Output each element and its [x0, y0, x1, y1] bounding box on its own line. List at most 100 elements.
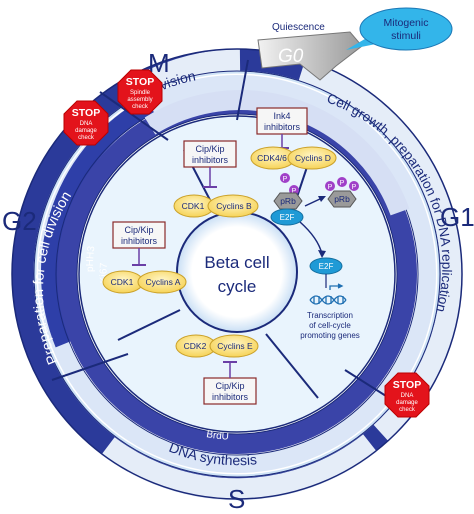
ki67-label: Ki67: [99, 262, 110, 283]
outer-ring-edge-2: [33, 70, 441, 478]
prb-free-hexagon: [327, 190, 357, 208]
prb-label: pRb: [280, 196, 296, 206]
cipkip-inhibitors-box-e: Cip/Kip inhibitors: [203, 361, 257, 405]
phase-g2-letter: G2: [2, 206, 37, 236]
spindle-line2: assembly: [127, 97, 152, 103]
cyclinb-label: Cyclins B: [216, 201, 252, 211]
cycline-oval: [209, 334, 259, 358]
center-circle: [176, 211, 298, 333]
center-title-line2: cycle: [218, 277, 257, 296]
cipkip-inhibitors-box-a: Cip/Kip inhibitors: [112, 221, 166, 266]
dna-line2: damage: [396, 400, 418, 406]
g1-prb-pathway: P P pRb E2F P P P pRb E2F: [270, 173, 360, 340]
prb-hexagon: [273, 192, 303, 210]
phosphate-label: P: [283, 176, 288, 183]
center-title-line1: Beta cell: [204, 253, 269, 272]
transcription-line2: of cell-cycle: [309, 321, 351, 330]
cipkip-inhibitors-box-b: Cip/Kip inhibitors: [183, 140, 237, 188]
g0-arrow-shape: [257, 31, 363, 81]
phh3-ring-dark: [41, 97, 155, 348]
dna-line3: check: [399, 407, 416, 413]
cdk2-label: CDK2: [184, 341, 207, 351]
stop-word: STOP: [126, 76, 154, 88]
mitogenic-stimuli-bubble: Mitogenic stimuli: [346, 7, 453, 51]
cyclind-label: Cyclins D: [295, 153, 331, 163]
cdk1-cyclina-complex: CDK1 Cyclins A: [102, 270, 187, 294]
e2f-bound-oval: [270, 208, 304, 226]
spindle-line1: Spindle: [130, 90, 151, 96]
release-arrowhead: [318, 196, 326, 202]
divider-g2-s: [51, 353, 129, 381]
phosphate-icon: [280, 173, 290, 183]
g0-label: G0: [278, 46, 304, 67]
phosphate-label: P: [352, 184, 357, 191]
release-arrow: [304, 197, 323, 207]
cdk46-cyclind-complex: CDK4/6 Cyclins D: [250, 146, 337, 170]
stop-sign-octagon: [117, 69, 163, 115]
phh3-label: pHH3: [85, 245, 98, 272]
stop-word: STOP: [72, 107, 100, 119]
divider-m-g2: [99, 91, 169, 141]
cipkip-box-rect: [112, 221, 166, 249]
stop-sign-octagon: [63, 100, 109, 146]
e2f-release-arrowhead: [318, 250, 326, 258]
stop-sign-dna-damage-g2: STOP DNA damage check: [63, 100, 109, 146]
cipkip-line2: inhibitors: [212, 392, 249, 402]
quiescence-label: Quiescence: [272, 22, 325, 33]
dna-line1: DNA: [80, 121, 93, 127]
stop-sign-dna-damage-g1: STOP DNA damage check: [384, 372, 430, 418]
dna-line3: check: [78, 135, 95, 141]
spindle-line3: check: [132, 104, 149, 110]
divider-m-g1: [236, 59, 249, 121]
transcription-line1: Transcription: [307, 311, 353, 320]
cdk1-label: CDK1: [111, 277, 134, 287]
cdk1-label: CDK1: [182, 201, 205, 211]
phosphate-label: P: [340, 180, 345, 187]
cyclina-label: Cyclins A: [146, 277, 181, 287]
ink4-line1: Ink4: [273, 111, 290, 121]
cyclind-oval: [287, 146, 337, 170]
cyclina-oval: [137, 270, 187, 294]
center-circle-group: Beta cell cycle: [176, 211, 298, 333]
cycline-label: Cyclins E: [217, 341, 253, 351]
stop-sign-spindle: STOP Spindle assembly check: [117, 69, 163, 115]
ink4-line2: inhibitors: [264, 122, 301, 132]
cdk46-label: CDK4/6: [257, 153, 287, 163]
phosphate-icon: [349, 181, 359, 191]
cipkip-line2: inhibitors: [121, 236, 158, 246]
dna-line1: DNA: [401, 393, 414, 399]
phase-g1-letter: G1: [440, 202, 474, 232]
cipkip-line1: Cip/Kip: [215, 381, 244, 391]
cdk2-cycline-complex: CDK2 Cyclins E: [175, 334, 259, 358]
dna-line2: damage: [75, 128, 97, 134]
cipkip-line2: inhibitors: [192, 155, 229, 165]
mitogenic-line2: stimuli: [391, 30, 421, 42]
ink4-inhibitors-box: Ink4 inhibitors: [256, 107, 308, 149]
brdu-label: BrdU: [205, 429, 229, 443]
transcription-line3: promoting genes: [300, 331, 360, 340]
divider-inner-g2: [117, 309, 181, 341]
cipkip-line1: Cip/Kip: [195, 144, 224, 154]
stop-sign-octagon: [384, 372, 430, 418]
phosphate-icon: [337, 177, 347, 187]
cdk1-cyclinb-complex: CDK1 Cyclins B: [173, 194, 259, 218]
e2f-bound-label: E2F: [280, 213, 295, 222]
g0-quiescence-group: Quiescence G0: [257, 22, 363, 81]
phase-s-letter: S: [228, 484, 245, 514]
outer-ring-edge: [11, 48, 463, 500]
cipkip-box-rect: [183, 140, 237, 168]
stop-word: STOP: [393, 379, 421, 391]
phosphate-icon: [325, 181, 335, 191]
mitogenic-line1: Mitogenic: [384, 17, 429, 29]
bubble-body: [359, 7, 453, 51]
outer-ring-border-inner: [33, 70, 441, 478]
phosphate-label: P: [328, 184, 333, 191]
phase-m-letter: M: [148, 48, 170, 78]
cipkip-box-rect: [203, 377, 257, 405]
s-outer-ring-light: [101, 434, 377, 501]
e2f-free-label: E2F: [319, 262, 334, 271]
divider-inner-s: [265, 333, 319, 399]
cipkip-line1: Cip/Kip: [124, 225, 153, 235]
prb-free-label: pRb: [334, 194, 350, 204]
